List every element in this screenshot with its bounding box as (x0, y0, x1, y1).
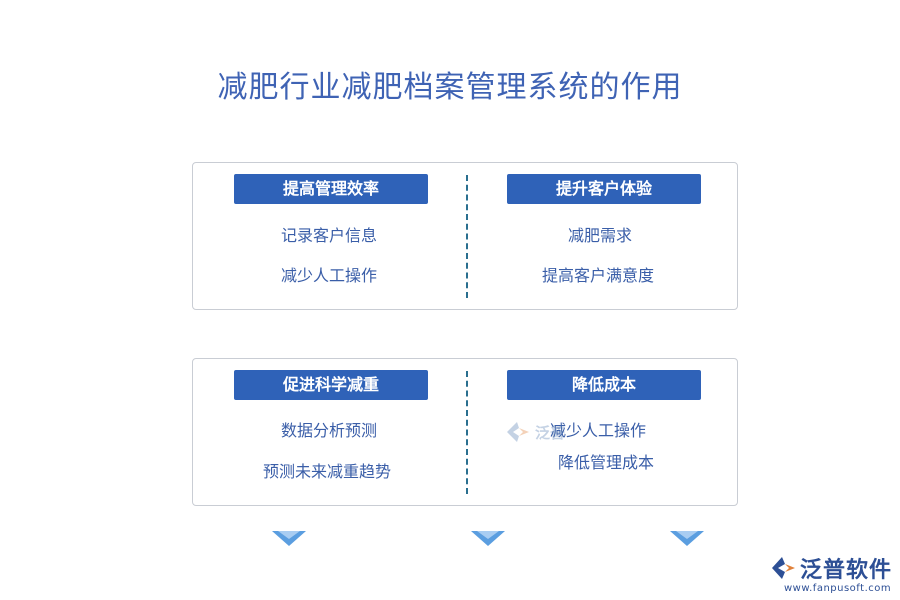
down-arrow-icon (272, 531, 306, 546)
item-reduce-manual-work: 减少人工操作 (281, 266, 378, 285)
item-record-customer-info: 记录客户信息 (281, 226, 378, 245)
item-predict-trend: 预测未来减重趋势 (263, 462, 392, 481)
item-data-analysis: 数据分析预测 (281, 421, 378, 440)
heading-scientific-weight-loss: 促进科学减重 (234, 370, 428, 400)
item-weight-loss-needs: 减肥需求 (568, 226, 633, 245)
brand-url: www.fanpusoft.com (784, 583, 892, 594)
item-reduce-manual-work: 减少人工操作 (550, 421, 647, 440)
dashed-divider (466, 175, 468, 298)
brand-name: 泛普软件 (800, 558, 893, 583)
down-arrow-icon (471, 531, 505, 546)
watermark-text: 泛普 (535, 423, 566, 442)
dashed-divider (466, 371, 468, 494)
feature-panel-2: 促进科学减重 数据分析预测 预测未来减重趋势 降低成本 减少人工操作 降低管理成… (192, 358, 738, 506)
fanpu-logo-icon (772, 557, 795, 579)
heading-improve-experience: 提升客户体验 (507, 174, 701, 204)
panel-2-right-column: 降低成本 减少人工操作 降低管理成本 (466, 359, 739, 505)
panel-2-left-column: 促进科学减重 数据分析预测 预测未来减重趋势 (193, 359, 466, 505)
brand-logo: 泛普软件 www.fanpusoft.com (770, 552, 892, 596)
watermark: 泛普 (505, 420, 565, 444)
panel-1-right-column: 提升客户体验 减肥需求 提高客户满意度 (466, 163, 739, 309)
heading-reduce-cost: 降低成本 (507, 370, 701, 400)
heading-improve-efficiency: 提高管理效率 (234, 174, 428, 204)
fanpu-logo-icon (507, 422, 529, 442)
down-arrow-icon (670, 531, 704, 546)
item-improve-satisfaction: 提高客户满意度 (542, 266, 655, 285)
panel-1-left-column: 提高管理效率 记录客户信息 减少人工操作 (193, 163, 466, 309)
feature-panel-1: 提高管理效率 记录客户信息 减少人工操作 提升客户体验 减肥需求 提高客户满意度 (192, 162, 738, 310)
page-title: 减肥行业减肥档案管理系统的作用 (217, 70, 683, 105)
item-reduce-management-cost: 降低管理成本 (558, 453, 655, 472)
